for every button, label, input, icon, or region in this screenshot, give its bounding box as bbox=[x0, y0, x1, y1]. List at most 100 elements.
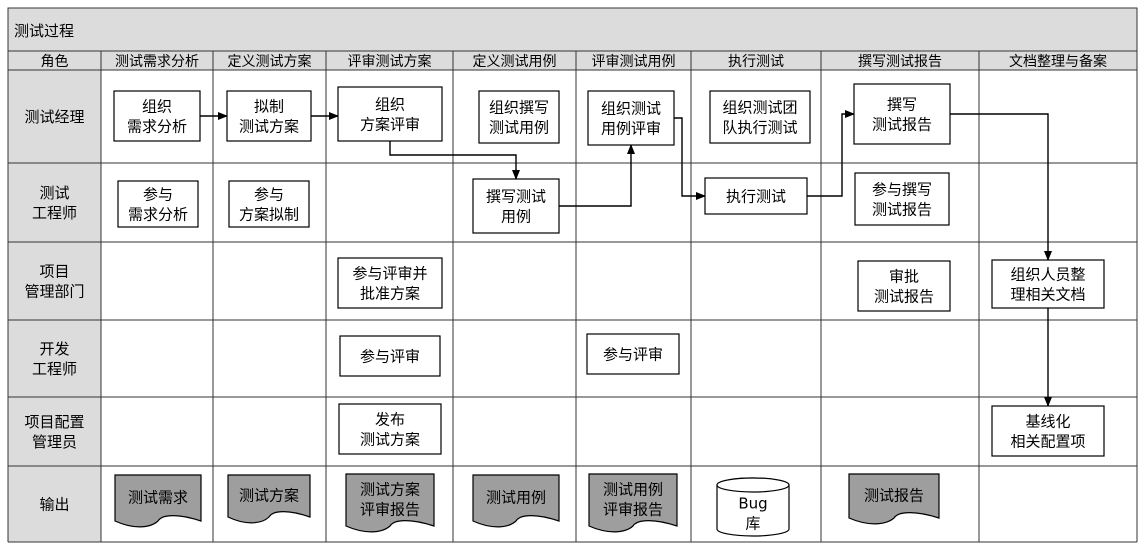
document-shape bbox=[227, 474, 311, 524]
node-label: 基线化 bbox=[1025, 412, 1070, 430]
output-label: 测试需求 bbox=[128, 488, 188, 506]
node-m_report: 撰写测试报告 bbox=[853, 83, 951, 145]
node-box bbox=[337, 86, 443, 142]
node-d_review_cases: 参与评审 bbox=[586, 333, 680, 375]
node-label: 参与 bbox=[143, 185, 173, 203]
node-label: 方案拟制 bbox=[239, 205, 299, 223]
node-box bbox=[226, 90, 312, 142]
column-header-archive: 文档整理与备案 bbox=[1009, 53, 1107, 70]
row-label-manager: 测试经理 bbox=[24, 108, 84, 126]
output-label: 测试方案 bbox=[360, 480, 420, 498]
node-box bbox=[478, 90, 560, 144]
flow-arrows bbox=[200, 110, 1052, 407]
node-label: 参与撰写 bbox=[872, 180, 932, 198]
row-label-text: 工程师 bbox=[32, 204, 77, 222]
arrow-m_review_plan-to-e_write_cases bbox=[389, 141, 520, 180]
node-label: 需求分析 bbox=[128, 205, 188, 223]
node-label: 组织撰写 bbox=[489, 98, 549, 116]
node-box bbox=[709, 90, 811, 144]
node-label: 组织 bbox=[375, 95, 405, 113]
output-label: 测试方案 bbox=[239, 486, 299, 504]
column-header-req: 测试需求分析 bbox=[115, 54, 199, 70]
node-label: 参与评审 bbox=[360, 347, 420, 365]
node-d_review_plan: 参与评审 bbox=[339, 335, 441, 377]
node-label: 审批 bbox=[889, 267, 919, 285]
node-label: 参与评审并 bbox=[352, 264, 427, 282]
arrow-e_write_cases-to-m_review_cases bbox=[559, 144, 635, 207]
node-label: 撰写测试 bbox=[486, 187, 546, 205]
node-label: 组织 bbox=[142, 97, 172, 115]
document-shape bbox=[114, 474, 202, 528]
arrow-m_report-to-p_archive bbox=[950, 113, 1052, 261]
node-label: 参与 bbox=[254, 185, 284, 203]
node-label: 执行测试 bbox=[726, 187, 786, 205]
row-label-output: 输出 bbox=[39, 495, 69, 513]
node-label: 方案评审 bbox=[360, 115, 420, 133]
document-shape bbox=[848, 473, 940, 525]
node-label: 参与评审 bbox=[603, 345, 663, 363]
database-top bbox=[716, 477, 790, 493]
node-label: 测试报告 bbox=[872, 115, 932, 133]
row-label-text: 项目 bbox=[39, 262, 69, 280]
node-box bbox=[339, 335, 441, 377]
node-label: 拟制 bbox=[254, 97, 284, 115]
document-shape bbox=[472, 474, 560, 528]
node-box bbox=[338, 403, 442, 455]
node-label: 测试方案 bbox=[360, 430, 420, 448]
output-label: 评审报告 bbox=[603, 500, 663, 518]
node-label: 发布 bbox=[375, 410, 405, 428]
node-label: 用例 bbox=[501, 207, 531, 225]
node-label: 组织测试团 bbox=[722, 98, 797, 116]
output-o_req: 测试需求 bbox=[114, 474, 202, 528]
node-box bbox=[228, 180, 310, 228]
arrow-e_execute-to-m_report bbox=[807, 110, 855, 197]
document-shape bbox=[588, 473, 678, 533]
node-label: 队执行测试 bbox=[722, 118, 797, 136]
output-label: 库 bbox=[745, 514, 760, 532]
node-label: 需求分析 bbox=[127, 117, 187, 135]
row-label-text: 开发 bbox=[39, 340, 69, 358]
grid: 角色测试需求分析定义测试方案评审测试方案定义测试用例评审测试用例执行测试撰写测试… bbox=[7, 50, 1138, 543]
node-label: 测试报告 bbox=[874, 287, 934, 305]
node-label: 组织人员整 bbox=[1010, 265, 1085, 283]
node-box bbox=[853, 83, 951, 145]
node-box bbox=[854, 172, 950, 226]
column-header-report: 撰写测试报告 bbox=[858, 54, 942, 70]
arrow-m_review_cases-to-e_execute bbox=[674, 117, 706, 200]
column-header-review_plan: 评审测试方案 bbox=[348, 53, 432, 70]
node-label: 相关配置项 bbox=[1010, 432, 1085, 450]
node-label: 用例评审 bbox=[601, 119, 661, 137]
node-box bbox=[337, 257, 443, 309]
diagram-title: 测试过程 bbox=[14, 22, 74, 40]
node-box bbox=[586, 333, 680, 375]
output-label: 测试用例 bbox=[603, 480, 663, 498]
output-o_report: 测试报告 bbox=[848, 473, 940, 525]
node-label: 组织测试 bbox=[601, 99, 661, 117]
node-box bbox=[472, 178, 560, 234]
process-nodes: 组织需求分析拟制测试方案组织方案评审组织撰写测试用例组织测试用例评审组织测试团队… bbox=[113, 83, 1105, 537]
document-shape bbox=[345, 473, 435, 533]
row-label-text: 管理员 bbox=[32, 433, 77, 451]
output-o_cases: 测试用例 bbox=[472, 474, 560, 528]
output-o_plan: 测试方案 bbox=[227, 474, 311, 524]
